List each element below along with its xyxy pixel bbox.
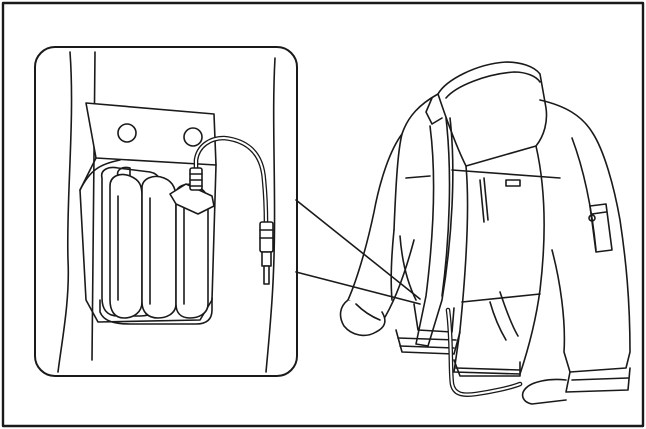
jacket <box>339 61 631 405</box>
jacket-front-placket <box>415 117 454 347</box>
flap-snap-left <box>117 123 137 143</box>
jacket-cable <box>445 307 523 397</box>
jacket-collar <box>437 61 548 167</box>
sleeve-pocket <box>589 203 613 253</box>
cable-plug <box>259 221 274 285</box>
battery-pack <box>99 166 215 325</box>
jacket-waistband <box>395 329 461 355</box>
flap-snap-right <box>183 127 203 147</box>
jacket-right-cuff <box>565 367 631 393</box>
right-hand <box>521 378 567 405</box>
chest-zipper-pocket <box>483 177 489 221</box>
jacket-left-sleeve <box>347 133 415 323</box>
battery-cable <box>189 135 269 227</box>
jacket-right-front <box>453 145 545 375</box>
inset-callout-box <box>34 46 298 377</box>
left-hand <box>339 299 386 337</box>
inset-content <box>57 51 276 373</box>
jacket-right-sleeve <box>539 99 631 373</box>
callout-pointer <box>295 199 421 305</box>
